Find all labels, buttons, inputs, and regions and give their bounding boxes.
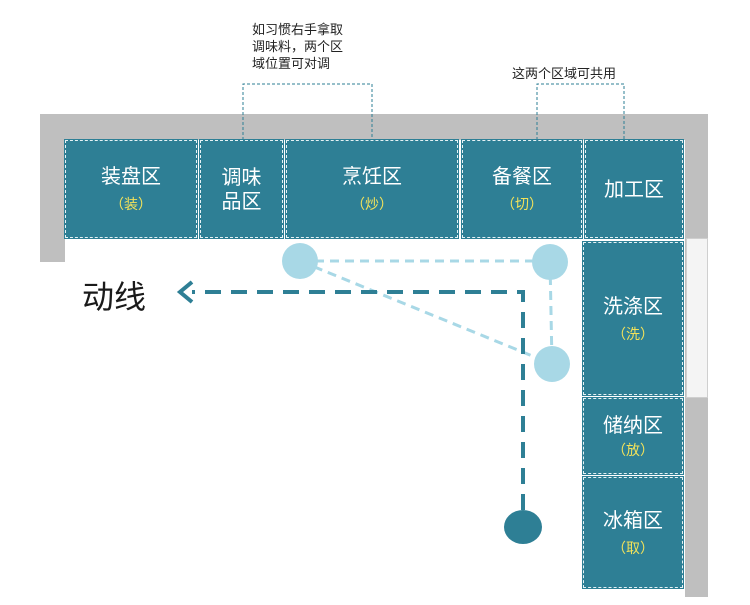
flow-node-washing [534, 346, 570, 382]
zone-washing-name: 洗涤区 [603, 293, 663, 318]
counter-wall-top [40, 114, 708, 140]
flow-node-fridge [504, 510, 542, 544]
flow-line-cook-wash [299, 259, 553, 366]
flow-main-path [192, 290, 525, 510]
flow-label: 动线 [82, 278, 147, 316]
window [686, 238, 708, 398]
zone-fridge-sub: （取） [612, 540, 654, 557]
zone-washing: 洗涤区 （洗） [582, 241, 684, 396]
note-shared: 这两个区域可共用 [512, 67, 617, 82]
zone-plating-sub: （装） [110, 197, 152, 213]
zone-storage-name: 储纳区 [603, 412, 663, 437]
zone-prep-sub: （切） [501, 197, 543, 213]
note-shared-bracket [536, 83, 625, 140]
flow-node-cooking [282, 243, 318, 279]
zone-fridge: 冰箱区 （取） [582, 476, 684, 589]
flow-arrow-head [176, 280, 194, 304]
zone-cooking-sub: （炒） [351, 197, 393, 213]
zone-seasoning: 调味 品区 [199, 139, 284, 239]
note-swap: 如习惯右手拿取 调味料，两个区 域位置可对调 [252, 23, 344, 72]
zone-washing-sub: （洗） [612, 326, 654, 343]
zone-prep: 备餐区 （切） [461, 139, 583, 239]
flow-node-prep [532, 244, 568, 280]
zone-prep-name: 备餐区 [492, 164, 552, 188]
zone-storage: 储纳区 （放） [582, 397, 684, 475]
zone-processing: 加工区 [584, 139, 684, 239]
zone-processing-name: 加工区 [604, 177, 664, 201]
zone-fridge-name: 冰箱区 [603, 507, 663, 532]
note-swap-bracket [242, 83, 373, 140]
zone-seasoning-name: 调味 品区 [221, 165, 262, 213]
counter-wall-left [40, 114, 65, 262]
zone-cooking: 烹饪区 （炒） [285, 139, 459, 239]
zone-cooking-name: 烹饪区 [342, 164, 402, 188]
zone-plating: 装盘区 （装） [64, 139, 198, 239]
zone-plating-name: 装盘区 [101, 164, 161, 188]
zone-storage-sub: （放） [612, 442, 654, 459]
